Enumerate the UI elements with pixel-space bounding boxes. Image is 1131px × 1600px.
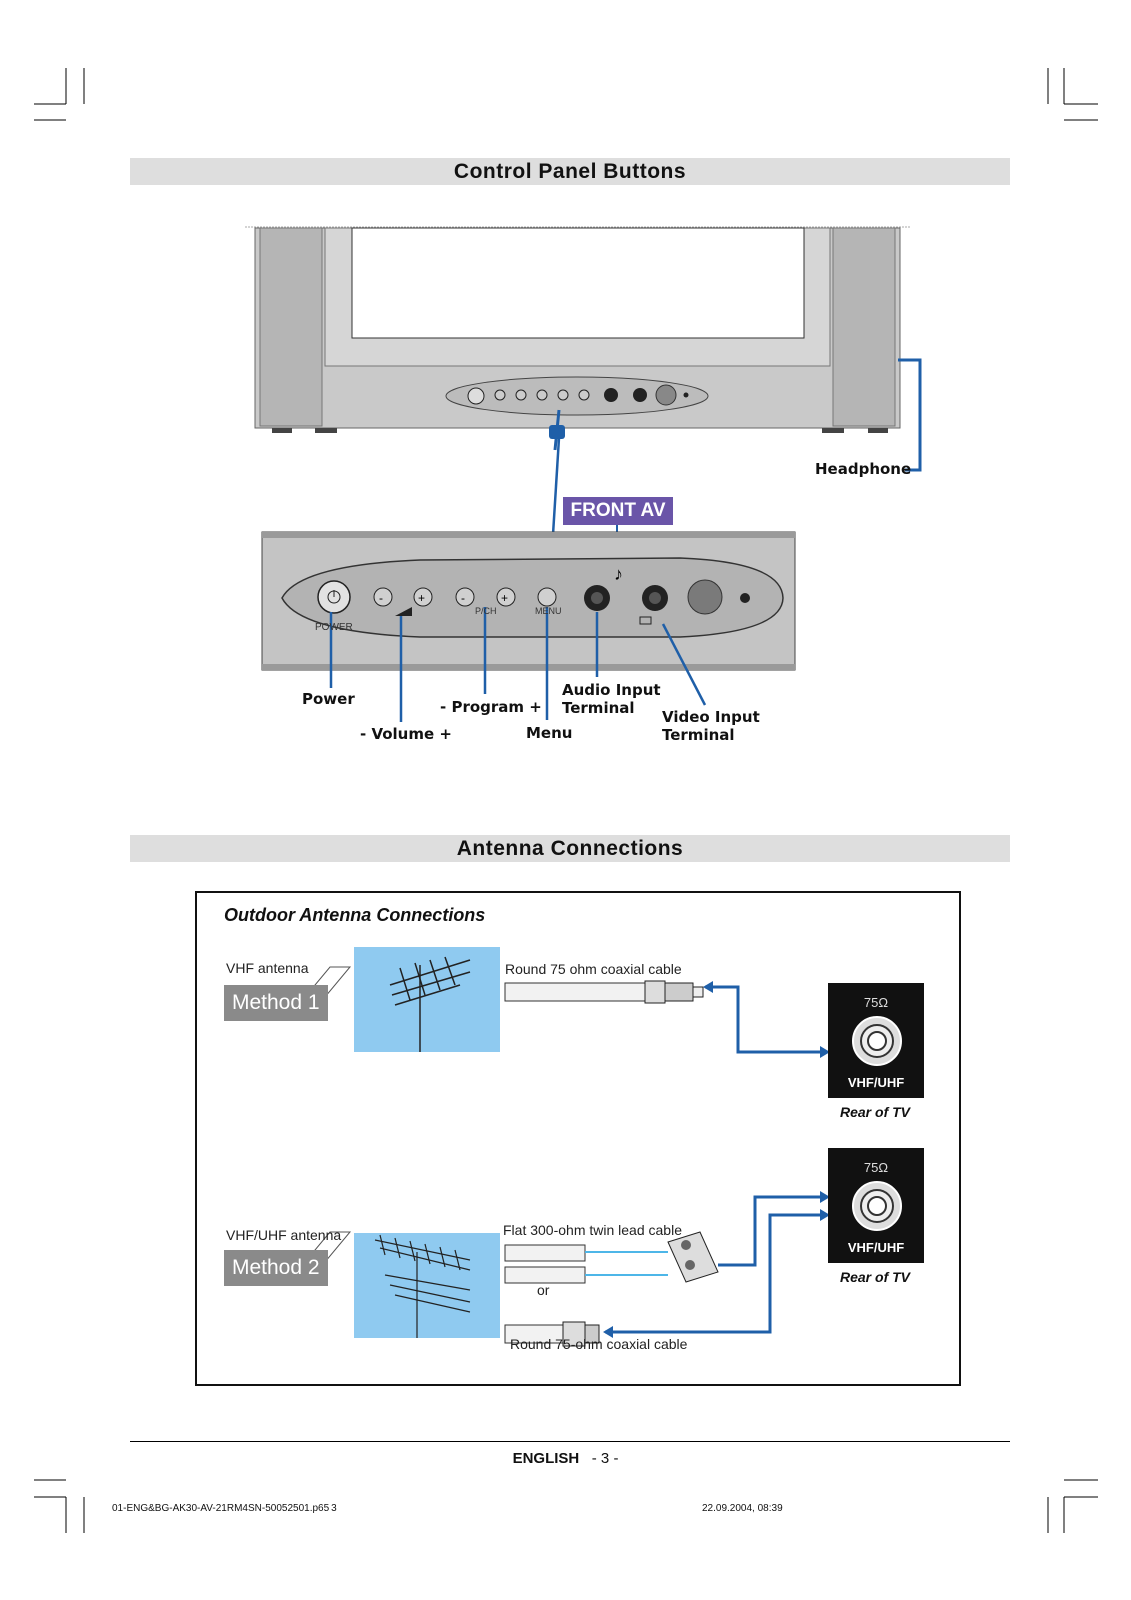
socket-ohm: 75Ω xyxy=(863,1160,889,1175)
footer-page: ENGLISH - 3 - xyxy=(0,1450,1131,1467)
svg-text:♪: ♪ xyxy=(614,564,623,584)
outdoor-antenna-title: Outdoor Antenna Connections xyxy=(224,905,486,925)
svg-text:+: + xyxy=(418,591,425,605)
tv-illustration: - + - + ♪ xyxy=(245,226,922,722)
coax-socket-icon xyxy=(852,1181,902,1231)
rear-of-tv-label-1: Rear of TV xyxy=(840,1104,911,1120)
front-av-label: FRONT AV xyxy=(570,500,666,521)
video-input-label-2: Terminal xyxy=(662,726,735,744)
socket-ohm: 75Ω xyxy=(863,995,889,1010)
socket-type: VHF/UHF xyxy=(847,1240,905,1255)
round-75-ohm-cable-label-2: Round 75-ohm coaxial cable xyxy=(510,1336,688,1352)
volume-label: - Volume + xyxy=(360,725,452,743)
rear-of-tv-label-2: Rear of TV xyxy=(840,1269,911,1285)
footer-rule xyxy=(130,1441,1010,1442)
method-2-badge: Method 2 xyxy=(224,1250,328,1286)
flat-300-ohm-cable-label: Flat 300-ohm twin lead cable xyxy=(503,1222,682,1238)
antenna-connections-title: Antenna Connections xyxy=(130,835,1010,862)
footer-page-no: 3 xyxy=(331,1503,337,1514)
audio-input-label-1: Audio Input xyxy=(562,681,661,699)
control-panel-title: Control Panel Buttons xyxy=(130,158,1010,185)
video-input-label-1: Video Input xyxy=(662,708,760,726)
vhf-uhf-socket-2: 75Ω VHF/UHF xyxy=(828,1148,924,1263)
footer-language: ENGLISH xyxy=(512,1450,580,1467)
power-label: Power xyxy=(302,690,355,708)
antenna-illustrations xyxy=(298,947,830,1347)
svg-text:+: + xyxy=(501,591,508,605)
footer-page-number: - 3 - xyxy=(591,1450,619,1467)
vhf-uhf-socket-1: 75Ω VHF/UHF xyxy=(828,983,924,1098)
coax-socket-icon xyxy=(852,1016,902,1066)
panel-power-text: POWER xyxy=(315,622,353,633)
panel-menu-text: MENU xyxy=(535,606,562,616)
footer-file: 01-ENG&BG-AK30-AV-21RM4SN-50052501.p65 xyxy=(112,1503,330,1514)
socket-type: VHF/UHF xyxy=(847,1075,905,1090)
method-1-badge: Method 1 xyxy=(224,985,328,1021)
vhf-antenna-label: VHF antenna xyxy=(226,960,309,976)
svg-text:-: - xyxy=(379,591,383,605)
or-label: or xyxy=(537,1282,550,1298)
headphone-label: Headphone xyxy=(815,460,912,478)
program-label: - Program + xyxy=(440,698,542,716)
antenna-diagram-box xyxy=(195,891,961,1386)
vhf-uhf-antenna-label: VHF/UHF antenna xyxy=(226,1227,342,1243)
menu-label: Menu xyxy=(526,724,573,742)
audio-input-label-2: Terminal xyxy=(562,699,635,717)
round-75-ohm-cable-label: Round 75 ohm coaxial cable xyxy=(505,961,682,977)
svg-text:-: - xyxy=(461,591,465,605)
panel-pch-text: P/CH xyxy=(475,606,497,616)
footer-date: 22.09.2004, 08:39 xyxy=(702,1503,783,1514)
